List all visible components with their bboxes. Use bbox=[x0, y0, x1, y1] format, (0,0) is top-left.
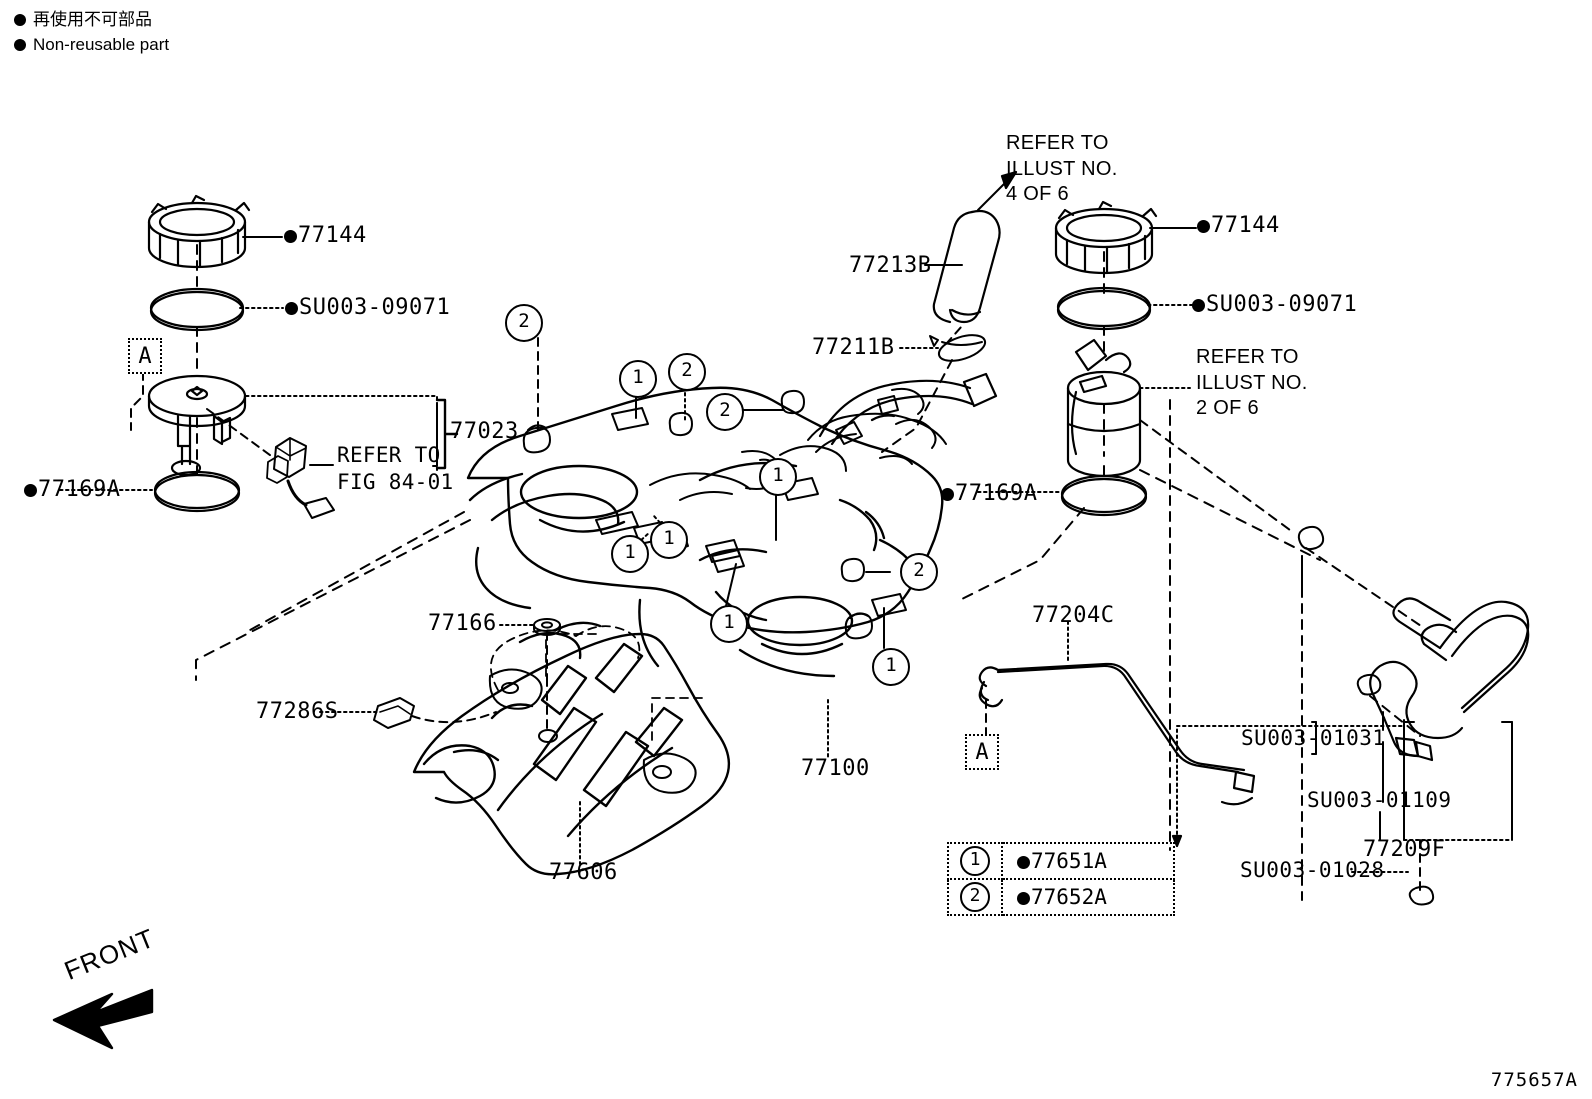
fuel-tube-assy-art bbox=[1369, 597, 1530, 762]
non-reusable-icon bbox=[1197, 220, 1210, 233]
refer-illust-4-of-6: REFER TO ILLUST NO. 4 OF 6 bbox=[1006, 132, 1118, 206]
part-label-su003-09071-left: SU003-09071 bbox=[285, 295, 450, 321]
part-label-77169a-right: 77169A bbox=[941, 481, 1037, 507]
lock-ring-left-art bbox=[147, 194, 251, 269]
tank-marker: 2 bbox=[668, 353, 706, 391]
tank-marker: 1 bbox=[650, 521, 688, 559]
part-label-77213b: 77213B bbox=[849, 253, 932, 278]
sender-connector-art bbox=[266, 437, 335, 519]
legend-item-jp: 再使用不可部品 bbox=[14, 8, 169, 33]
refer-fig-84-01: REFER TO FIG 84-01 bbox=[337, 443, 454, 494]
part-label-77606: 77606 bbox=[549, 860, 618, 885]
non-reusable-icon bbox=[1192, 299, 1205, 312]
shield-clip-art bbox=[373, 697, 415, 729]
part-label-77204c: 77204C bbox=[1032, 603, 1115, 628]
tank-marker: 2 bbox=[900, 553, 938, 591]
marker-part-cell: 77652A bbox=[1001, 878, 1175, 916]
front-arrow-icon bbox=[52, 988, 154, 1050]
table-row: 1 77651A bbox=[947, 842, 1175, 880]
tank-marker: 1 bbox=[611, 535, 649, 573]
legend-item-en: Non-reusable part bbox=[14, 33, 169, 58]
tank-marker: 1 bbox=[759, 458, 797, 496]
part-label-77211b: 77211B bbox=[812, 335, 895, 360]
o-ring-right-art bbox=[1056, 286, 1152, 331]
non-reusable-icon bbox=[284, 230, 297, 243]
tank-marker: 2 bbox=[706, 393, 744, 431]
tank-filler-pipe-art bbox=[818, 372, 998, 446]
legend: 再使用不可部品 Non-reusable part bbox=[14, 8, 169, 57]
circle-number-icon: 2 bbox=[960, 882, 990, 912]
tank-marker: 1 bbox=[872, 648, 910, 686]
diagram-id: 775657A bbox=[1490, 1069, 1578, 1091]
part-label-77100: 77100 bbox=[801, 756, 870, 781]
fuel-tube-sub-assy-art bbox=[978, 662, 1256, 806]
callout-box-a-right: A bbox=[965, 734, 999, 770]
fuel-tank-seal-right-art bbox=[1060, 474, 1148, 517]
legend-label-jp: 再使用不可部品 bbox=[33, 10, 152, 29]
non-reusable-icon bbox=[1017, 892, 1030, 905]
part-label-su003-01028: SU003-01028 bbox=[1240, 858, 1385, 882]
filler-hose-clamp-art bbox=[929, 334, 987, 362]
filled-circle-icon bbox=[14, 14, 26, 27]
callout-box-a-left: A bbox=[128, 338, 162, 374]
filler-hose-art bbox=[932, 209, 1001, 324]
o-ring-left-art bbox=[149, 287, 245, 332]
tank-grommets-art bbox=[522, 389, 907, 640]
marker-cell: 1 bbox=[947, 842, 1003, 880]
filled-circle-icon bbox=[14, 38, 26, 51]
fuel-tank-shield-art bbox=[412, 621, 731, 876]
non-reusable-icon bbox=[24, 484, 37, 497]
part-label-su003-09071-right: SU003-09071 bbox=[1192, 292, 1357, 318]
non-reusable-icon bbox=[941, 488, 954, 501]
part-label-77144-right: 77144 bbox=[1197, 213, 1280, 239]
refer-illust-2-of-6: REFER TO ILLUST NO. 2 OF 6 bbox=[1196, 346, 1308, 420]
table-row: 2 77652A bbox=[947, 878, 1175, 916]
part-label-su003-01031: SU003-01031 bbox=[1241, 726, 1386, 750]
tank-marker: 1 bbox=[619, 360, 657, 398]
fuel-tank-seal-left-art bbox=[153, 470, 241, 513]
marker-legend-table: 1 77651A 2 77652A bbox=[947, 842, 1175, 916]
part-label-77023: 77023 bbox=[450, 419, 519, 444]
legend-label-en: Non-reusable part bbox=[33, 34, 170, 54]
tank-marker: 2 bbox=[505, 304, 543, 342]
non-reusable-icon bbox=[1017, 856, 1030, 869]
part-label-77209f: 77209F bbox=[1363, 837, 1446, 862]
part-label-77166: 77166 bbox=[428, 611, 497, 636]
lock-ring-right-art bbox=[1054, 200, 1158, 275]
part-label-77144-left: 77144 bbox=[284, 223, 367, 249]
marker-part-cell: 77651A bbox=[1001, 842, 1175, 880]
part-label-77169a-left: 77169A bbox=[24, 477, 120, 503]
part-label-77286s: 77286S bbox=[256, 699, 339, 724]
marker-cell: 2 bbox=[947, 878, 1003, 916]
non-reusable-icon bbox=[285, 302, 298, 315]
part-label-su003-01109: SU003-01109 bbox=[1307, 788, 1452, 812]
circle-number-icon: 1 bbox=[960, 846, 990, 876]
tank-marker: 1 bbox=[710, 605, 748, 643]
